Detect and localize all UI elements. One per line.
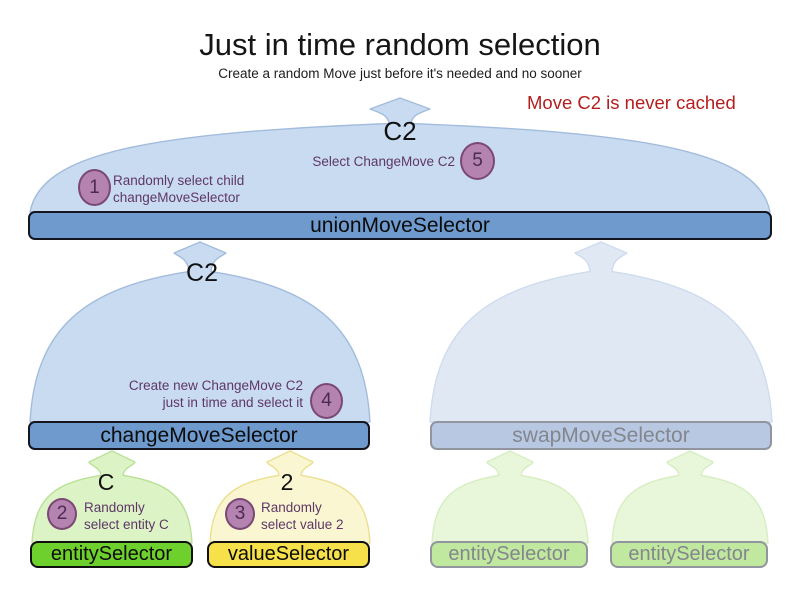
step-1-text: Randomly select child changeMoveSelector — [113, 173, 245, 205]
step-4-text: Create new ChangeMove C2 just in time an… — [128, 378, 303, 410]
entity-selector-label: entitySelector — [50, 543, 173, 565]
entity-output-label: C — [97, 469, 115, 495]
union-selector-bar: unionMoveSelector — [28, 211, 772, 240]
step-5-circle: 5 — [460, 142, 495, 180]
step-2-circle: 2 — [47, 498, 77, 530]
step-3-circle: 3 — [225, 498, 255, 530]
entity-selector-faded-bar-left: entitySelector — [430, 541, 588, 568]
entity-faded-dome-left-shape — [431, 450, 589, 544]
union-selector-label: unionMoveSelector — [310, 213, 490, 237]
value-output-label: 2 — [280, 469, 294, 495]
value-selector-bar: valueSelector — [207, 541, 370, 568]
union-output-label: C2 — [383, 116, 417, 146]
entity-selector-bar: entitySelector — [30, 541, 193, 568]
page-title: Just in time random selection — [199, 27, 601, 62]
union-dome-shape — [29, 97, 771, 213]
change-selector-bar: changeMoveSelector — [28, 421, 370, 450]
entity-faded-dome-right-shape — [611, 450, 769, 544]
entity-selector-faded-left-label: entitySelector — [448, 543, 570, 565]
change-output-label: C2 — [186, 259, 218, 287]
page-subtitle: Create a random Move just before it's ne… — [218, 66, 582, 81]
value-selector-label: valueSelector — [227, 543, 350, 565]
change-selector-label: changeMoveSelector — [100, 423, 298, 447]
step-1-circle: 1 — [78, 169, 111, 206]
entity-selector-faded-right-label: entitySelector — [628, 543, 750, 565]
swap-selector-bar: swapMoveSelector — [430, 421, 772, 450]
entity-selector-faded-bar-right: entitySelector — [610, 541, 768, 568]
step-3-text: Randomly select value 2 — [261, 500, 344, 532]
step-4-circle: 4 — [310, 383, 343, 419]
step-2-text: Randomly select entity C — [84, 500, 169, 532]
step-5-text: Select ChangeMove C2 — [312, 154, 455, 169]
change-dome-shape — [29, 241, 371, 423]
swap-dome-shape — [429, 241, 773, 423]
swap-selector-label: swapMoveSelector — [512, 423, 690, 447]
cache-warning-note: Move C2 is never cached — [527, 92, 736, 113]
